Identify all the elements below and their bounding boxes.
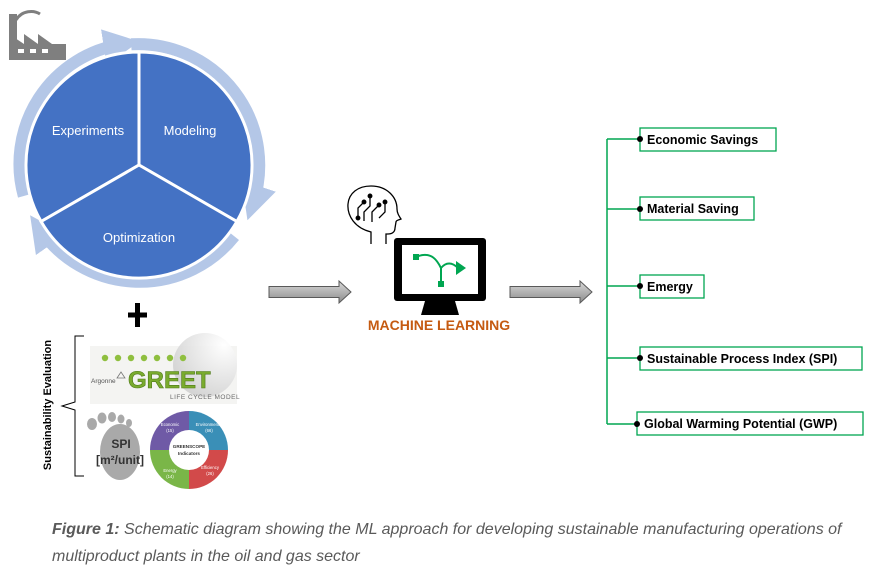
greet-title: GREET xyxy=(128,367,211,394)
cycle-ring-arc xyxy=(13,29,140,198)
greenscope-abbr-environmental: (66) xyxy=(205,428,213,433)
greenscope-label-economic: Economic xyxy=(161,422,179,427)
greenscope-label-energy: Energy xyxy=(163,468,177,473)
cycle-diagram: Experiments Modeling Optimization xyxy=(13,29,276,288)
outcome-tree: Economic Savings Material Saving Emergy … xyxy=(606,127,864,436)
greet-subtitle: LIFE CYCLE MODEL xyxy=(170,394,240,401)
cycle-label-optimization: Optimization xyxy=(103,230,175,245)
greenscope-label-efficiency: Efficiency xyxy=(201,465,220,470)
greet-logo: GREET LIFE CYCLE MODEL Argonne xyxy=(90,333,240,404)
arrow-to-ml xyxy=(268,279,352,305)
evaluation-brace xyxy=(60,335,84,477)
head-circuit-icon xyxy=(347,185,402,244)
schematic-diagram: Experiments Modeling Optimization Sustai… xyxy=(9,10,864,489)
greenscope-label-environmental: Environmental xyxy=(196,422,223,427)
cycle-label-experiments: Experiments xyxy=(52,123,125,138)
greenscope-abbr-economic: (15) xyxy=(166,428,174,433)
arrow-from-ml xyxy=(509,279,593,305)
cycle-wedge-experiments xyxy=(24,50,141,224)
outcome-spi: Sustainable Process Index (SPI) xyxy=(637,346,863,371)
outcome-label: Economic Savings xyxy=(647,133,758,147)
spi-footprint: SPI [m²/unit] xyxy=(87,412,144,480)
greet-org: Argonne xyxy=(91,378,116,385)
greenscope-abbr-efficiency: (26) xyxy=(206,471,214,476)
outcome-label: Material Saving xyxy=(647,202,739,216)
outcome-economic-savings: Economic Savings xyxy=(637,127,777,152)
spi-unit: [m²/unit] xyxy=(96,453,144,467)
plus-icon xyxy=(128,303,147,327)
footprint-icon xyxy=(87,412,140,480)
sustainability-evaluation-label: Sustainability Evaluation xyxy=(42,340,54,470)
caption-prefix: Figure 1: xyxy=(52,521,120,538)
outcome-label: Sustainable Process Index (SPI) xyxy=(647,352,837,366)
spi-title: SPI xyxy=(111,437,130,451)
outcome-gwp: Global Warming Potential (GWP) xyxy=(634,411,864,436)
argonne-triangle-icon xyxy=(116,371,126,379)
factory-icon xyxy=(9,10,66,60)
cycle-wedge-optimization xyxy=(39,163,239,280)
greenscope-chart: GREENSCOPE Indicators Economic (15) Envi… xyxy=(150,411,228,489)
cycle-wedge-modeling xyxy=(137,50,254,224)
ml-label: MACHINE LEARNING xyxy=(368,317,510,333)
sustainability-evaluation: Sustainability Evaluation GREET LIFE CYC… xyxy=(42,333,240,489)
cycle-ring-arc xyxy=(130,38,276,221)
greenscope-center-1: GREENSCOPE xyxy=(173,444,205,449)
cycle-label-modeling: Modeling xyxy=(164,123,217,138)
outcome-material-saving: Material Saving xyxy=(637,196,755,221)
figure-caption: Figure 1: Schematic diagram showing the … xyxy=(52,516,862,570)
tree-diagram-icon xyxy=(413,253,466,287)
greenscope-abbr-energy: (14) xyxy=(166,474,174,479)
outcome-emergy: Emergy xyxy=(637,274,705,299)
outcome-label: Global Warming Potential (GWP) xyxy=(644,417,837,431)
cycle-ring-arc xyxy=(30,215,239,288)
outcome-label: Emergy xyxy=(647,280,693,294)
greet-icons xyxy=(101,354,187,362)
caption-text: Schematic diagram showing the ML approac… xyxy=(52,521,842,565)
monitor-icon xyxy=(394,238,486,315)
greenscope-center-2: Indicators xyxy=(178,451,200,456)
